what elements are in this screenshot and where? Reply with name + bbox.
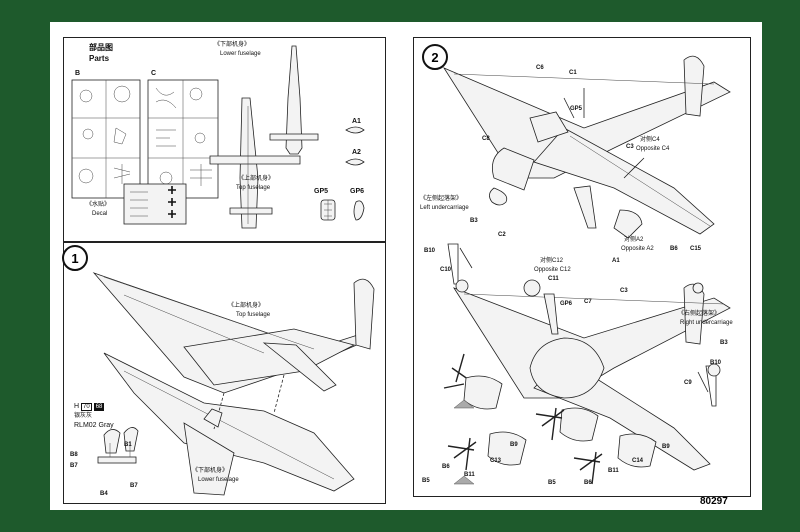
parts-top-fuselage-cn: 《上部机身》 (238, 176, 275, 182)
parts-title-cn: 部品图 (89, 43, 113, 52)
s2-b11-a: B11 (464, 472, 475, 478)
step1-lower-fuselage-cn: 《下部机身》 (192, 468, 229, 474)
step1-part-b7-right: B7 (130, 483, 138, 489)
step1-drawing (92, 272, 375, 496)
s2-b10-right: B10 (710, 360, 722, 366)
s2-opp-c4-cn: 对侧C4 (640, 137, 660, 143)
s2-opp-a2-cn: 对侧A2 (624, 237, 644, 243)
s2-gp5: GP5 (570, 106, 583, 112)
s2-c6-top: C6 (536, 65, 544, 71)
instruction-sheet: 部品图 Parts B C (50, 22, 762, 510)
part-gp6-label: GP6 (350, 188, 365, 195)
step2-drawing (442, 55, 731, 485)
s2-c9-right: C9 (684, 380, 692, 386)
s2-right-uc-cn: 《右侧起落架》 (678, 311, 721, 317)
paint-prefix: H (74, 403, 80, 410)
s2-right-uc-en: Right undercarriage (680, 320, 733, 326)
paint-name-en: RLM02 Gray (74, 422, 114, 429)
s2-c15: C15 (690, 246, 702, 252)
s2-b3-left: B3 (470, 218, 478, 224)
step1-top-fuselage-cn: 《上部机身》 (228, 303, 265, 309)
part-a1-label: A1 (352, 118, 361, 125)
step1-top-fuselage-en: Top fuselage (236, 312, 271, 318)
step1-lower-fuselage-en: Lower fuselage (198, 477, 239, 483)
step1-part-b7-left: B7 (70, 463, 78, 469)
s2-opp-a2-en: Opposite A2 (621, 246, 654, 252)
s2-b9-a: B9 (510, 442, 518, 448)
s2-c3: C3 (626, 144, 634, 150)
s2-c8: C8 (482, 136, 490, 142)
parts-lower-fuselage-en: Lower fuselage (220, 51, 261, 57)
s2-b9-b: B9 (662, 444, 670, 450)
s2-b6-right: B6 (670, 246, 678, 252)
s2-c13: C13 (490, 458, 502, 464)
s2-opp-c4-en: Opposite C4 (636, 146, 670, 152)
step1-part-b4: B4 (100, 491, 108, 497)
s2-a1: A1 (612, 258, 620, 264)
s2-opp-c12-en: Opposite C12 (534, 267, 571, 273)
parts-lower-fuselage-cn: 《下部机身》 (214, 42, 251, 48)
step1-number: 1 (71, 250, 79, 266)
s2-c7: C7 (584, 299, 592, 305)
parts-top-fuselage-en: Top fuselage (236, 185, 271, 191)
kit-number: 80297 (700, 496, 728, 507)
s2-b6-a: B6 (442, 464, 450, 470)
parts-decal-en: Decal (92, 211, 108, 217)
step1-panel: 1 《上部机身》 Top fuselage 《下部机身》 (62, 242, 386, 504)
s2-left-uc-en: Left undercarriage (420, 205, 469, 211)
parts-decal-cn: 《水贴》 (86, 202, 111, 208)
step2-panel: 2 (413, 37, 751, 497)
step1-part-b8: B8 (70, 452, 78, 458)
step1-badge: 1 (62, 245, 88, 271)
s2-c3-mid: C3 (620, 288, 628, 294)
s2-b5-a: B5 (422, 478, 430, 484)
s2-c10: C10 (440, 267, 452, 273)
sprue-b-label: B (75, 70, 81, 77)
s2-b3-right: B3 (720, 340, 728, 346)
s2-b5-b: B5 (548, 480, 556, 486)
parts-drawing (71, 45, 365, 229)
s2-b10-left: B10 (424, 248, 436, 254)
parts-title-en: Parts (89, 54, 110, 63)
part-gp5-label: GP5 (314, 188, 329, 195)
step2-number: 2 (431, 49, 439, 65)
s2-c11: C11 (548, 276, 559, 282)
s2-c14: C14 (632, 458, 644, 464)
step2-badge: 2 (422, 44, 448, 70)
parts-panel: 部品图 Parts B C (63, 37, 386, 242)
s2-b11-b: B11 (608, 468, 619, 474)
s2-b6-b: B6 (584, 480, 592, 486)
s2-opp-c12-cn: 对侧C12 (540, 258, 564, 264)
paint-code-a: 70 (81, 403, 92, 411)
sprue-c-label: C (151, 70, 157, 77)
paint-code-b: 68 (93, 403, 105, 411)
step1-part-b1: B1 (124, 442, 132, 448)
s2-c1-top: C1 (569, 70, 577, 76)
s2-left-uc-cn: 《左侧起落架》 (420, 196, 463, 202)
s2-gp6: GP6 (560, 301, 573, 307)
part-a2-label: A2 (352, 149, 361, 156)
paint-name-cn: 银灰灰 (74, 413, 93, 419)
s2-c2: C2 (498, 232, 506, 238)
